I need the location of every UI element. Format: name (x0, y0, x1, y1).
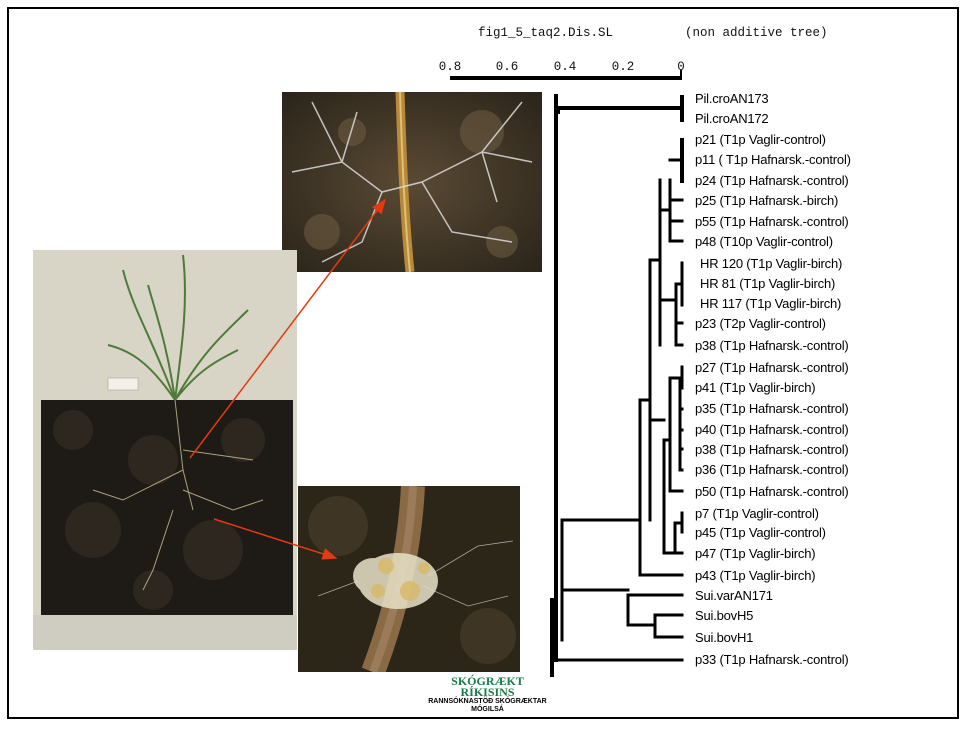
arrow-to-hyphae-photo (190, 200, 385, 458)
logo-line-4: MÓGILSÁ (400, 706, 575, 714)
institution-logo: SKÓGRÆKT RÍKISINS RANNSÓKNASTÖÐ SKÓGRÆKT… (400, 676, 575, 714)
logo-line-2: RÍKISINS (400, 687, 575, 698)
logo-line-3: RANNSÓKNASTÖÐ SKÓGRÆKTAR (400, 698, 575, 706)
arrow-to-mycorrhiza-photo (214, 519, 336, 558)
